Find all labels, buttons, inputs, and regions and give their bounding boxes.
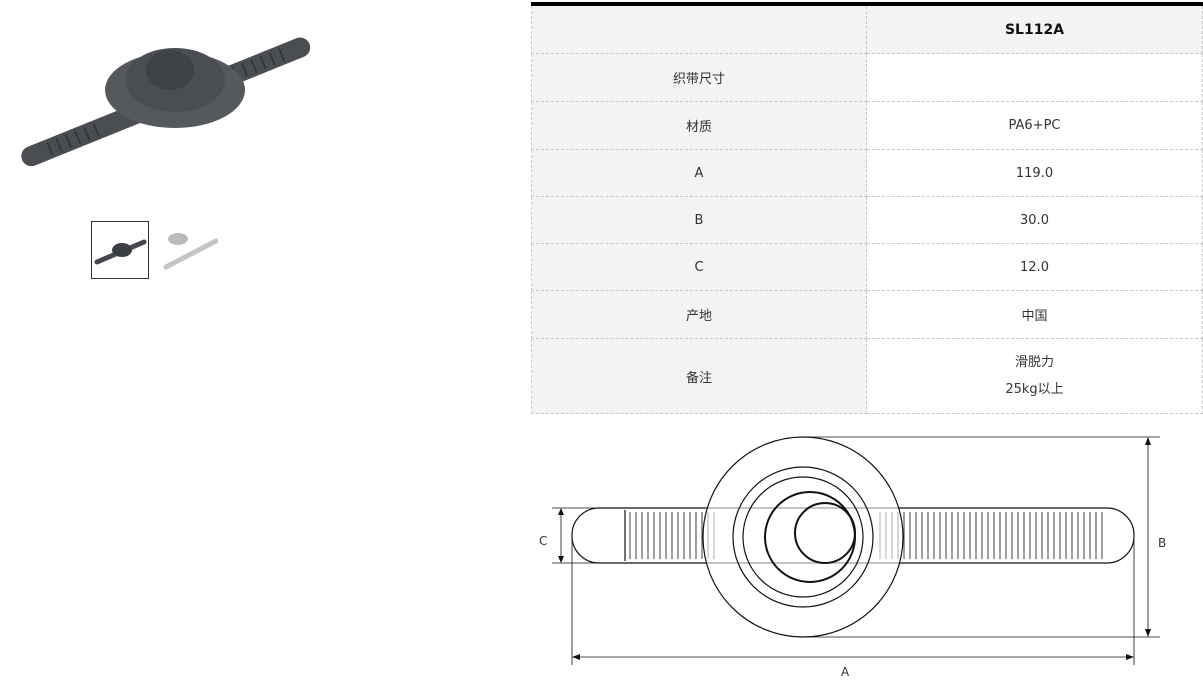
thumbnail-image [94,239,147,265]
table-row: 备注 滑脱力 25kg以上 [531,338,1203,414]
row-label: B [531,196,867,244]
value-line: 滑脱力 [1014,355,1054,370]
table-row: 产地中国 [531,290,1203,339]
row-value: 中国 [866,290,1203,339]
row-label: C [531,243,867,291]
row-value: 119.0 [866,149,1203,197]
row-label: 备注 [531,338,867,414]
row-label: 材质 [531,101,867,150]
row-value: PA6+PC [866,101,1203,150]
thumbnail-image [163,233,219,270]
row-value: 30.0 [866,196,1203,244]
dimension-a-label: A [841,665,850,679]
dimension-c-label: C [539,534,547,548]
table-header-row: SL112A [531,3,1203,54]
technical-drawing: A B C [539,436,1166,679]
product-main-image [21,37,311,167]
row-value [866,53,1203,102]
row-value: 滑脱力 25kg以上 [866,338,1203,414]
row-label: 织带尺寸 [531,53,867,102]
thumbnail-parts[interactable] [160,221,219,279]
thumbnail-product[interactable] [91,221,149,279]
table-row: 织带尺寸 [531,53,1203,102]
row-label: A [531,149,867,197]
model-name: SL112A [866,3,1203,54]
row-label: 产地 [531,290,867,339]
value-line: 25kg以上 [1005,382,1064,397]
row-value: 12.0 [866,243,1203,291]
dimension-b-label: B [1158,536,1166,550]
